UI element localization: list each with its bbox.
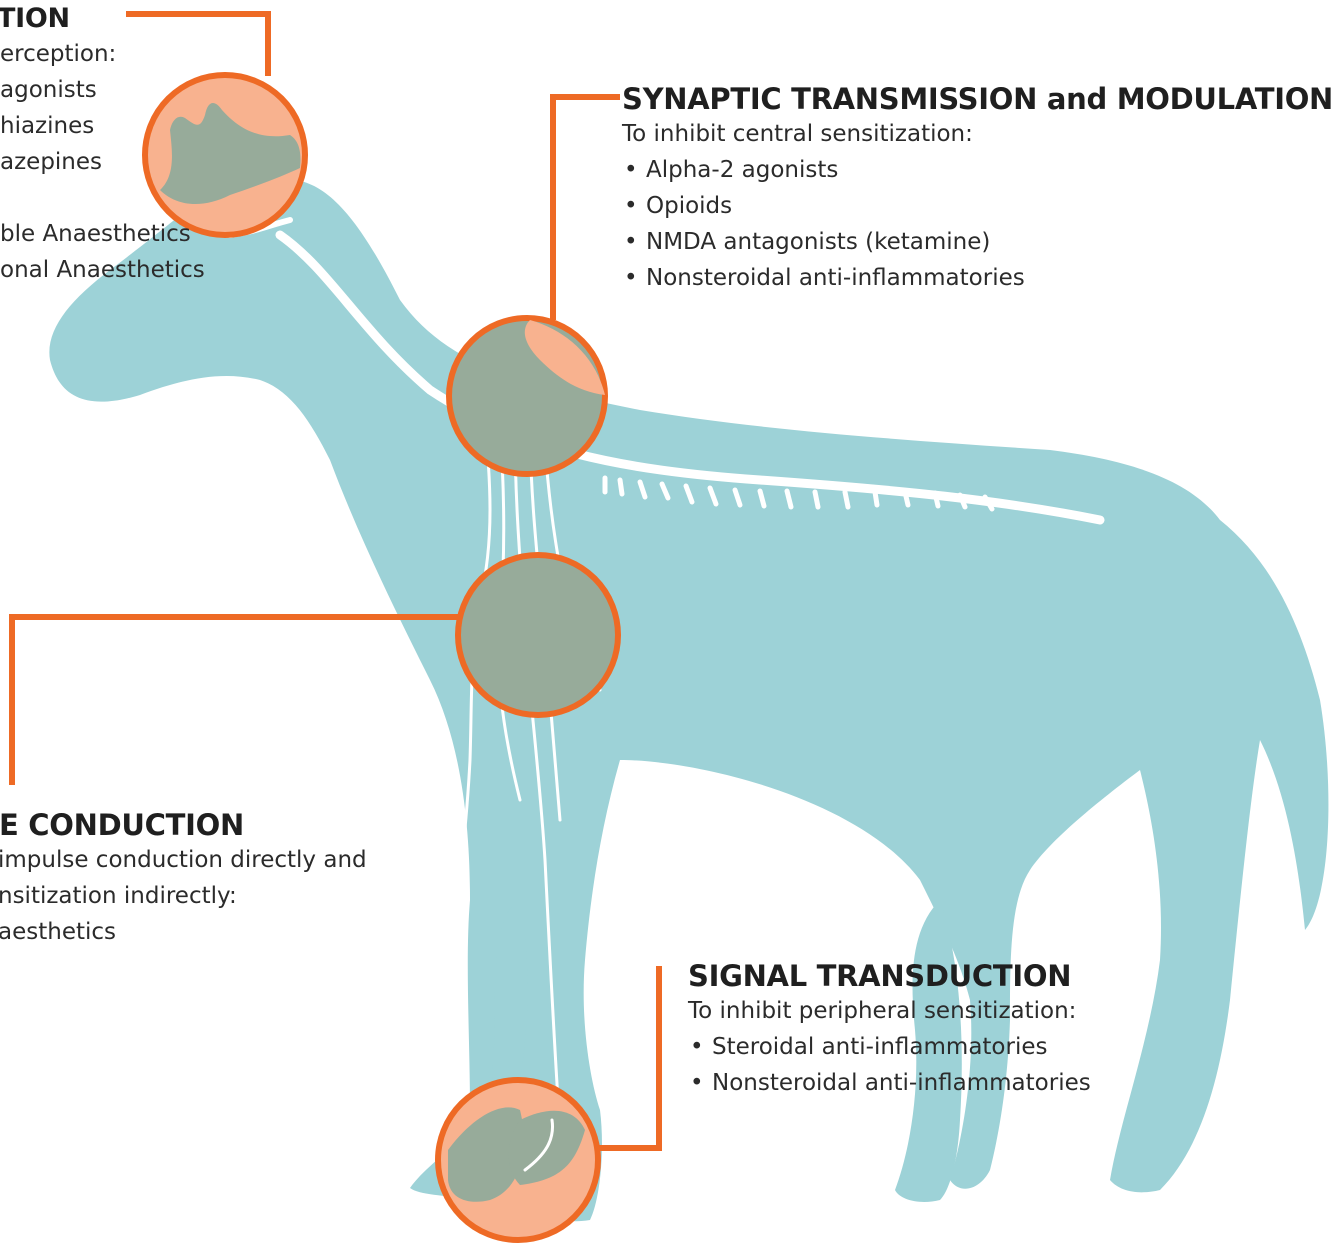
- synaptic-leader-line: [553, 97, 620, 320]
- conduction-text-block: E CONDUCTION impulse conduction directly…: [0, 808, 367, 950]
- conduction-title: E CONDUCTION: [0, 808, 367, 842]
- conduction-line: impulse conduction directly and: [0, 842, 367, 878]
- perception-item: azepines: [0, 144, 205, 180]
- transduction-leader-line: [598, 966, 659, 1148]
- synaptic-item: Nonsteroidal anti-inflammatories: [622, 260, 1333, 296]
- synaptic-list: Alpha-2 agonists Opioids NMDA antagonist…: [622, 152, 1333, 296]
- perception-item: agonists: [0, 72, 205, 108]
- conduction-line: aesthetics: [0, 914, 367, 950]
- conduction-highlight-circle: [458, 555, 618, 715]
- synaptic-item: NMDA antagonists (ketamine): [622, 224, 1333, 260]
- transduction-item: Nonsteroidal anti-inflammatories: [688, 1065, 1091, 1101]
- transduction-text-block: SIGNAL TRANSDUCTION To inhibit periphera…: [688, 959, 1091, 1101]
- synaptic-item: Opioids: [622, 188, 1333, 224]
- conduction-leader-line: [12, 617, 458, 785]
- perception-item: [0, 180, 205, 216]
- synaptic-text-block: SYNAPTIC TRANSMISSION and MODULATION To …: [622, 82, 1333, 296]
- perception-text-block: TION erception: agonists hiazines azepin…: [0, 2, 205, 288]
- perception-item: ble Anaesthetics: [0, 216, 205, 252]
- perception-item: onal Anaesthetics: [0, 252, 205, 288]
- perception-intro: erception:: [0, 36, 205, 72]
- perception-title: TION: [0, 2, 205, 36]
- transduction-list: Steroidal anti-inflammatories Nonsteroid…: [688, 1029, 1091, 1101]
- synaptic-intro: To inhibit central sensitization:: [622, 116, 1333, 152]
- synaptic-item: Alpha-2 agonists: [622, 152, 1333, 188]
- transduction-title: SIGNAL TRANSDUCTION: [688, 959, 1091, 993]
- transduction-intro: To inhibit peripheral sensitization:: [688, 993, 1091, 1029]
- synaptic-title: SYNAPTIC TRANSMISSION and MODULATION: [622, 82, 1333, 116]
- perception-item: hiazines: [0, 108, 205, 144]
- conduction-line: nsitization indirectly:: [0, 878, 367, 914]
- transduction-item: Steroidal anti-inflammatories: [688, 1029, 1091, 1065]
